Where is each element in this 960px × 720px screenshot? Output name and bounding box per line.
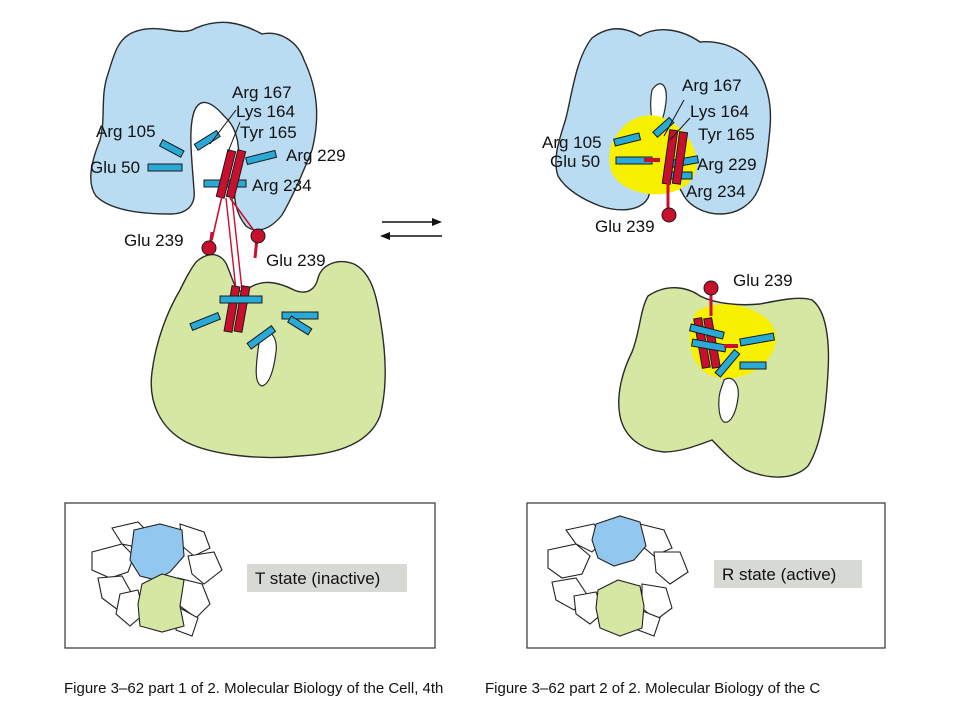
red-ladder-top-r [661, 129, 689, 185]
residue-lower-r4 [714, 348, 741, 378]
t-state-label: T state (inactive) [255, 569, 380, 588]
caption-part-2: Figure 3–62 part 2 of 2. Molecular Biolo… [485, 680, 820, 697]
residue-arg105-r [613, 132, 642, 147]
red-small-bond-r [644, 158, 660, 162]
glu239-ball-left [201, 240, 217, 256]
thumbnail-green-subunit-r [595, 579, 645, 637]
label-tyr165-r: Tyr 165 [698, 125, 755, 144]
residue-glu50 [147, 163, 183, 172]
label-arg167: Arg 167 [232, 83, 292, 102]
red-small-bond-r2 [724, 344, 738, 348]
residue-lower-4 [281, 311, 319, 320]
residue-lower-5 [287, 315, 313, 336]
catalytic-cleft [255, 331, 277, 387]
t-state-diagram: Arg 167 Lys 164 Tyr 165 Arg 105 Glu 50 A… [90, 21, 386, 459]
residue-lower-r3 [739, 332, 776, 347]
label-glu50-r: Glu 50 [550, 152, 600, 171]
label-glu50: Glu 50 [90, 158, 140, 177]
label-lys164: Lys 164 [236, 102, 295, 121]
catalytic-cleft-r [718, 377, 739, 423]
glu239-ball-top-r [661, 207, 677, 223]
residue-lower-r1 [688, 323, 725, 340]
t-state-thumbnail: T state (inactive) [64, 502, 436, 649]
thumbnail-green-subunit-t [137, 573, 185, 633]
r-state-thumbnail: R state (active) [526, 502, 886, 649]
label-lys164-r: Lys 164 [690, 102, 749, 121]
residue-arg167 [193, 129, 221, 151]
glu239-ball-right [250, 228, 266, 244]
label-glu239-left: Glu 239 [124, 231, 184, 250]
residue-arg167-r [652, 116, 675, 139]
caption-part-1: Figure 3–62 part 1 of 2. Molecular Biolo… [64, 680, 443, 697]
label-arg234: Arg 234 [252, 176, 312, 195]
r-state-diagram: Arg 167 Lys 164 Tyr 165 Arg 105 Glu 50 A… [542, 28, 830, 478]
t-state-label-box [247, 564, 407, 592]
residue-lower-r2 [690, 338, 727, 353]
double-arrow-icon [380, 218, 442, 240]
label-arg105: Arg 105 [96, 122, 156, 141]
caption-clip-mask [904, 676, 960, 702]
label-tyr165: Tyr 165 [240, 123, 297, 142]
r-state-label: R state (active) [722, 565, 836, 584]
thumbnail-blue-subunit-r [591, 515, 647, 567]
residue-arg229 [245, 149, 278, 166]
label-glu239-right: Glu 239 [266, 251, 326, 270]
label-arg234-r: Arg 234 [686, 182, 746, 201]
red-ladder-upper [215, 149, 247, 199]
residue-lower-r5 [739, 361, 767, 370]
label-arg229-r: Arg 229 [697, 155, 757, 174]
label-glu239-top-r: Glu 239 [595, 217, 655, 236]
label-arg105-r: Arg 105 [542, 133, 602, 152]
residue-lower-1 [219, 295, 263, 304]
label-arg229: Arg 229 [286, 146, 346, 165]
thumbnail-blue-subunit-t [129, 523, 185, 581]
regulatory-domain-blue [90, 21, 318, 231]
r-state-label-box [714, 560, 862, 588]
residue-arg105 [158, 139, 185, 158]
residue-lower-2 [189, 311, 222, 331]
glu239-ball-bottom-r [703, 280, 719, 296]
label-glu239-bottom-r: Glu 239 [733, 271, 793, 290]
label-arg167-r: Arg 167 [682, 76, 742, 95]
residue-lower-3 [246, 325, 277, 350]
